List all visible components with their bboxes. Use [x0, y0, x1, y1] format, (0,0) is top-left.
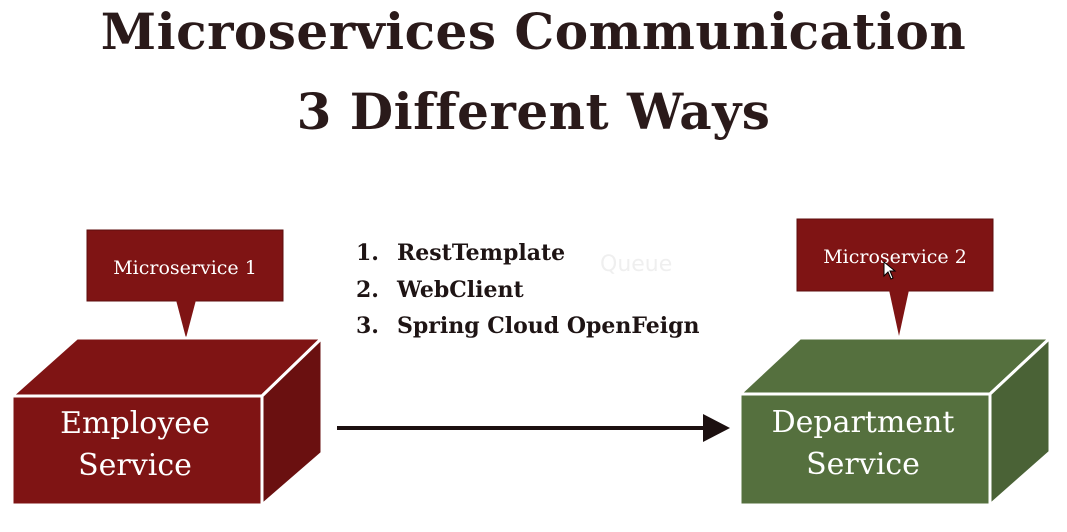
title-line-2: 3 Different Ways: [296, 82, 771, 141]
way-label: RestTemplate: [397, 240, 566, 266]
way-number: 3.: [356, 313, 379, 339]
callout-pointer: [176, 300, 196, 338]
mouse-pointer-icon: [883, 260, 897, 280]
microservice-1-callout: Microservice 1: [86, 229, 284, 338]
callout-pointer: [889, 290, 909, 336]
box-front-face: [10, 394, 264, 507]
department-service-box: Department Service: [736, 334, 1054, 509]
way-number: 2.: [356, 276, 379, 303]
service-label-line-2: Service: [78, 448, 192, 483]
title-line-1: Microservices Communication: [100, 2, 967, 61]
callout-box: [86, 229, 284, 302]
way-item-2: 2. WebClient: [356, 272, 700, 309]
way-label: WebClient: [397, 276, 524, 303]
arrow-right-icon: [337, 414, 730, 442]
arrow-head: [703, 414, 730, 442]
service-label-line-2: Service: [806, 447, 920, 482]
callout-box: [796, 218, 994, 292]
callout-label: Microservice 1: [113, 257, 257, 279]
service-label-line-1: Employee: [60, 406, 210, 441]
way-number: 1.: [356, 240, 379, 266]
communication-ways-list: 1. RestTemplate 2. WebClient 3. Spring Clou…: [356, 235, 700, 345]
microservice-2-callout: Microservice 2: [796, 218, 994, 336]
way-item-3: 3. Spring Cloud OpenFeign: [356, 308, 700, 345]
service-label-line-1: Department: [772, 405, 955, 440]
watermark-text: Queue: [600, 252, 673, 277]
callout-label: Microservice 2: [823, 246, 967, 268]
box-front-face: [738, 392, 992, 507]
way-label: Spring Cloud OpenFeign: [397, 313, 700, 339]
employee-service-box: Employee Service: [8, 334, 326, 509]
way-item-1: 1. RestTemplate: [356, 235, 700, 272]
